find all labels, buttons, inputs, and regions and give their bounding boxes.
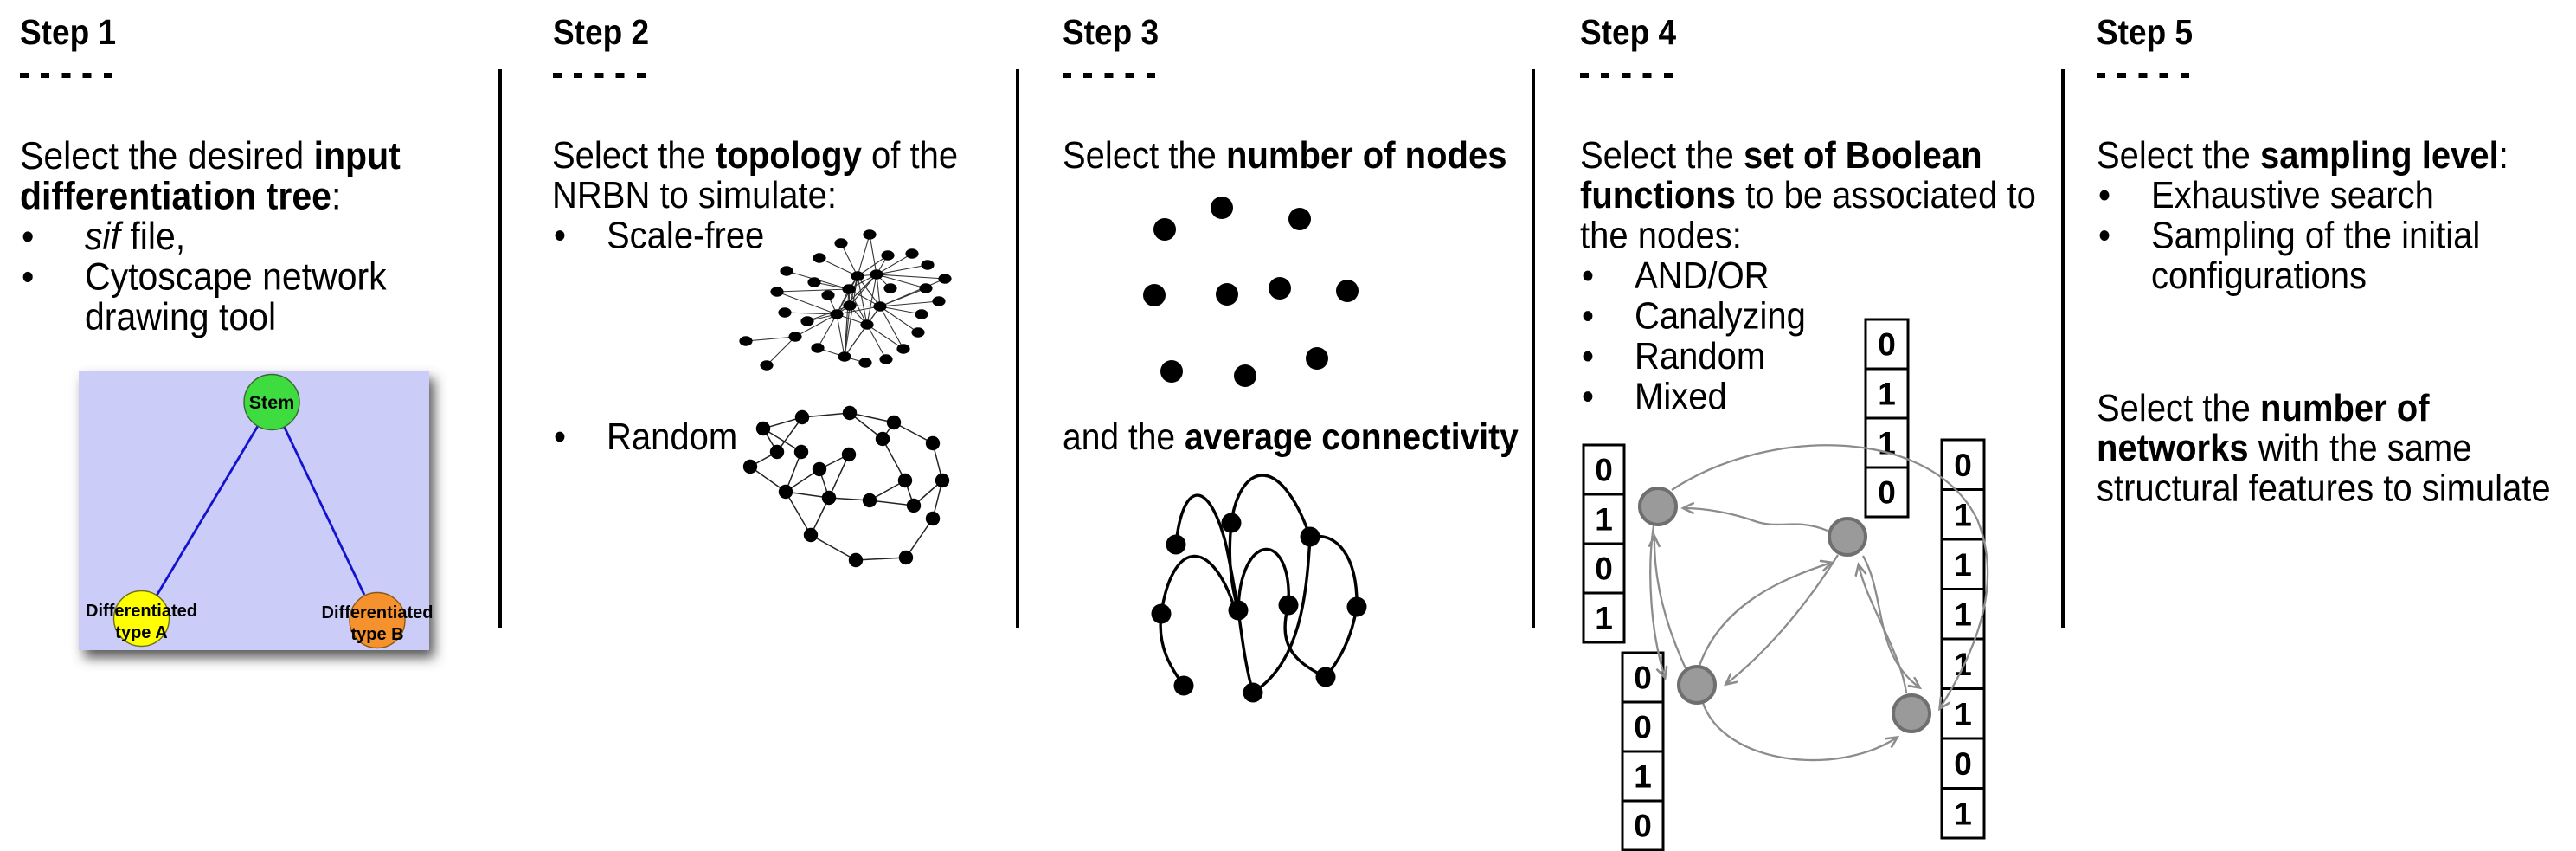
svg-text:type B: type B [350,625,403,644]
svg-text:0: 0 [1634,710,1652,745]
svg-text:1: 1 [1878,426,1896,461]
svg-text:1: 1 [1954,497,1972,532]
svg-text:1: 1 [1595,502,1613,538]
svg-text:0: 0 [1878,475,1896,511]
svg-text:1: 1 [1595,601,1613,636]
svg-text:0: 0 [1595,551,1613,587]
svg-text:1: 1 [1878,377,1896,412]
svg-text:0: 0 [1634,661,1652,696]
svg-text:Differentiated: Differentiated [322,603,434,622]
svg-text:Stem: Stem [249,392,295,413]
svg-text:1: 1 [1954,547,1972,583]
svg-text:1: 1 [1954,696,1972,732]
svg-text:1: 1 [1954,796,1972,831]
svg-text:0: 0 [1634,809,1652,844]
svg-text:type A: type A [115,623,167,642]
svg-text:1: 1 [1954,596,1972,632]
svg-text:Differentiated: Differentiated [86,602,197,621]
svg-text:0: 0 [1954,746,1972,782]
svg-text:0: 0 [1954,448,1972,483]
svg-text:0: 0 [1878,327,1896,363]
svg-text:0: 0 [1595,453,1613,488]
svg-text:1: 1 [1634,759,1652,795]
